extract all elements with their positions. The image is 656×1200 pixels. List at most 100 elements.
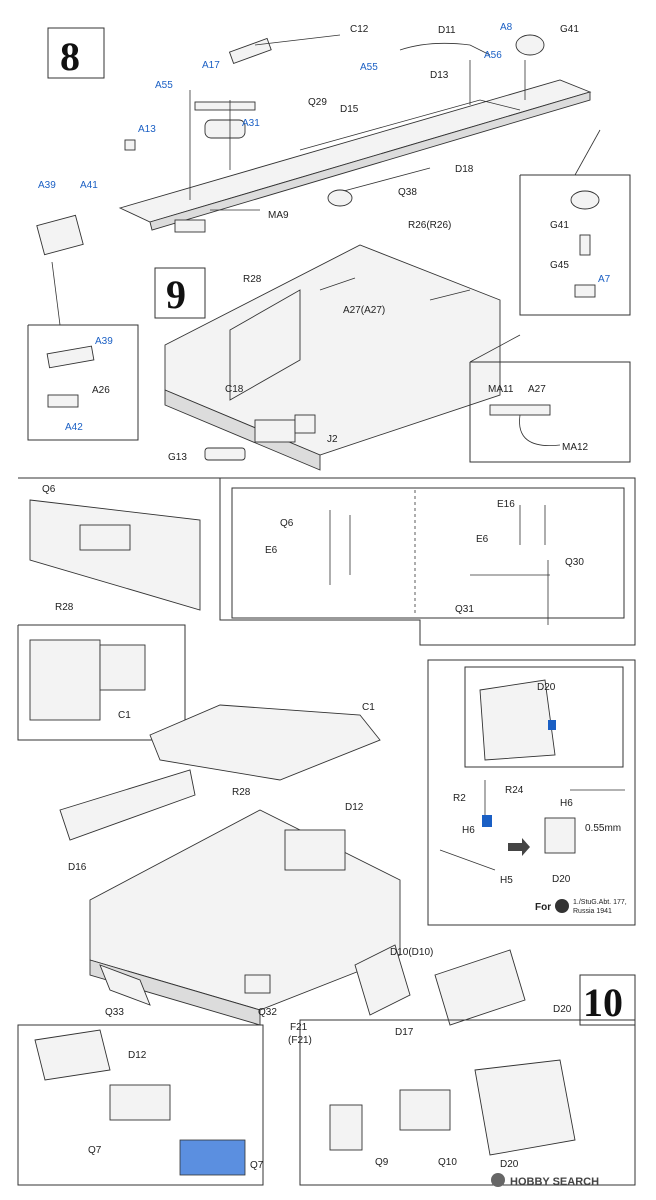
label-g41: G41	[550, 220, 569, 231]
part-g45	[579, 234, 591, 256]
label-c1: C1	[118, 710, 131, 721]
label-d13: D13	[430, 70, 449, 81]
label-g41: G41	[560, 24, 579, 35]
label-q38: Q38	[398, 187, 417, 198]
part-d17	[354, 944, 411, 1016]
label-a7: A7	[598, 274, 611, 285]
part-r2	[482, 815, 492, 827]
part-d20-detail-b	[544, 817, 576, 854]
part-c1-plate	[99, 644, 146, 691]
part-h5	[439, 849, 496, 871]
note-place: Russia 1941	[573, 908, 612, 915]
step-10-number: 10	[583, 980, 623, 1025]
label-r26: R26(R26)	[408, 220, 451, 231]
step-10-box	[579, 974, 636, 1026]
label-f21: F21	[290, 1022, 308, 1033]
label-e6: E6	[476, 534, 489, 545]
arrow-right-icon	[508, 838, 530, 856]
part-a17	[194, 101, 256, 111]
label-r28: R28	[232, 787, 251, 798]
label-d12: D12	[345, 802, 364, 813]
label-q32: Q32	[258, 1007, 277, 1018]
label-a39: A39	[38, 180, 56, 191]
part-a7	[574, 284, 596, 298]
label-e16: E16	[497, 499, 515, 510]
label-c12: C12	[350, 24, 369, 35]
label-d20: D20	[552, 874, 571, 885]
label-q9: Q9	[375, 1157, 389, 1168]
label-ma11: MA11	[488, 384, 514, 395]
label-r24: R24	[505, 785, 524, 796]
part-d20-detail	[479, 679, 556, 761]
hull-inner-wall	[229, 289, 301, 401]
label-d10: D10(D10)	[390, 947, 433, 958]
watermark-text: HOBBY SEARCH	[510, 1176, 599, 1188]
part-q7-painted	[179, 1139, 246, 1176]
label-a31: A31	[242, 118, 260, 129]
label-q6: Q6	[280, 518, 294, 529]
label-d20: D20	[553, 1004, 572, 1015]
part-q7-panel	[109, 1084, 171, 1121]
detail-box-antenna	[519, 174, 631, 316]
label-r2: R2	[453, 793, 466, 804]
label-a42: A42	[65, 422, 83, 433]
label-ma12: MA12	[562, 442, 589, 453]
part-c1-plate	[29, 639, 101, 721]
label-d15: D15	[340, 104, 359, 115]
label-a27: A27	[528, 384, 546, 395]
label-d20: D20	[537, 682, 556, 693]
label-ma9: MA9	[268, 210, 289, 221]
fender-rail	[299, 99, 521, 151]
label-a55: A55	[155, 80, 173, 91]
note-for: For	[535, 902, 551, 913]
step-9-box	[154, 267, 206, 319]
part-ma12-belt	[519, 414, 561, 447]
label-h6: H6	[560, 798, 573, 809]
part-d12-box	[284, 829, 346, 871]
label-d11: D11	[438, 25, 456, 36]
callout-line	[574, 129, 601, 176]
label-j2: J2	[327, 434, 338, 445]
part-q38-head	[327, 189, 353, 207]
step-9-number: 9	[166, 272, 186, 317]
part-a39-detail	[46, 345, 95, 369]
label-a8: A8	[500, 22, 513, 33]
label-a39: A39	[95, 336, 113, 347]
part-a13	[124, 139, 136, 151]
hull-closeup-box	[79, 524, 131, 551]
part-ma11-gun	[489, 404, 551, 416]
hull-closeup	[29, 499, 201, 611]
label-g45: G45	[550, 260, 569, 271]
part-c12-rod	[254, 34, 341, 46]
label-a55: A55	[360, 62, 378, 73]
step-8-box	[47, 27, 105, 79]
part-g41	[515, 34, 545, 56]
callout-line	[469, 334, 521, 363]
part-d11-antenna	[399, 42, 491, 56]
detail-box-hatch	[27, 324, 139, 441]
marking-c-icon	[555, 899, 569, 913]
label-q7: Q7	[88, 1145, 102, 1156]
label-measure: 0.55mm	[585, 823, 621, 834]
label-a26: A26	[92, 385, 110, 396]
detail-box-d20	[427, 659, 636, 926]
label-d18: D18	[455, 164, 474, 175]
part-c18	[254, 419, 296, 443]
part-d20-frame	[474, 1059, 576, 1156]
part-c12-grip	[228, 37, 272, 64]
part-a27-gun	[429, 289, 471, 301]
label-q6: Q6	[42, 484, 56, 495]
part-a42	[47, 394, 79, 408]
part-q9	[329, 1104, 363, 1151]
part-d12-detail	[34, 1029, 111, 1081]
label-d16: D16	[68, 862, 87, 873]
step-8-number: 8	[60, 34, 80, 79]
detail-box-mg	[469, 361, 631, 463]
part-d16	[59, 769, 196, 841]
part-c1-roof	[149, 704, 381, 781]
label-a27: A27(A27)	[343, 305, 385, 316]
label-a17: A17	[202, 60, 220, 71]
part-g41-detail	[570, 190, 600, 210]
detail-inner-d20	[464, 666, 624, 768]
